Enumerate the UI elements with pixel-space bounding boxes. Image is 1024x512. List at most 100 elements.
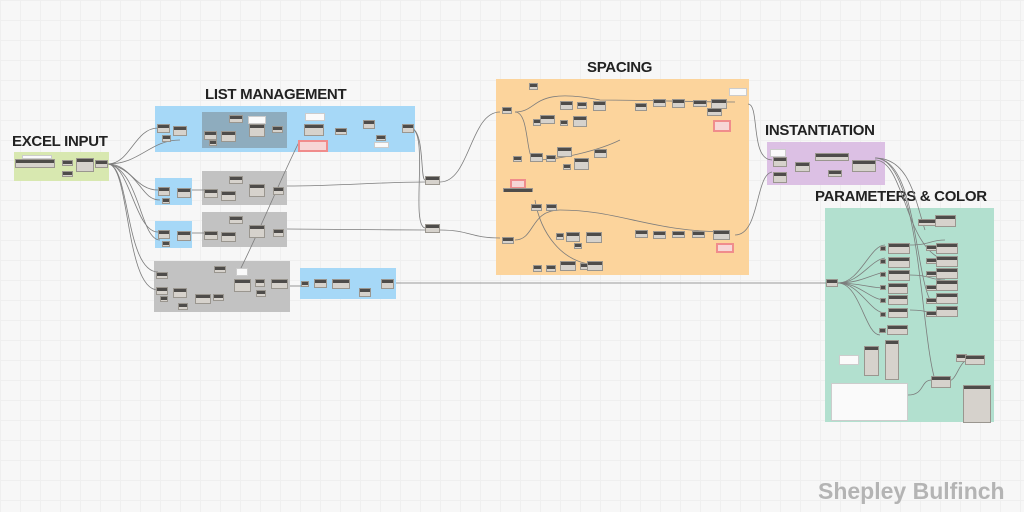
graph-node[interactable] bbox=[936, 268, 958, 279]
graph-node[interactable] bbox=[965, 355, 985, 365]
graph-node[interactable] bbox=[587, 261, 603, 271]
graph-node[interactable] bbox=[381, 279, 394, 289]
graph-node[interactable] bbox=[173, 126, 187, 136]
graph-node[interactable] bbox=[936, 280, 958, 291]
graph-node[interactable] bbox=[177, 231, 191, 241]
graph-node[interactable] bbox=[635, 103, 647, 111]
graph-note[interactable] bbox=[248, 116, 266, 124]
graph-note[interactable] bbox=[770, 149, 786, 157]
graph-node[interactable] bbox=[425, 224, 440, 233]
graph-node[interactable] bbox=[249, 124, 265, 137]
graph-node[interactable] bbox=[707, 108, 722, 116]
graph-node[interactable] bbox=[864, 346, 879, 376]
graph-node[interactable] bbox=[204, 231, 218, 240]
graph-node[interactable] bbox=[229, 115, 243, 123]
graph-node[interactable] bbox=[529, 83, 538, 90]
graph-node[interactable] bbox=[249, 184, 265, 197]
graph-note[interactable] bbox=[22, 155, 52, 159]
graph-node[interactable] bbox=[221, 232, 236, 242]
graph-node[interactable] bbox=[852, 160, 876, 172]
graph-node[interactable] bbox=[204, 189, 218, 198]
graph-node[interactable] bbox=[573, 116, 587, 127]
graph-node[interactable] bbox=[335, 128, 347, 135]
graph-node[interactable] bbox=[672, 231, 685, 238]
graph-node[interactable] bbox=[936, 256, 958, 267]
graph-node[interactable] bbox=[402, 124, 414, 133]
graph-node[interactable] bbox=[513, 156, 522, 162]
graph-node[interactable] bbox=[693, 100, 707, 107]
graph-note[interactable] bbox=[831, 383, 908, 421]
graph-node[interactable] bbox=[593, 101, 606, 111]
graph-node[interactable] bbox=[533, 265, 542, 272]
graph-node[interactable] bbox=[221, 191, 236, 201]
graph-node[interactable] bbox=[273, 229, 284, 237]
graph-node[interactable] bbox=[502, 237, 514, 244]
graph-note[interactable] bbox=[374, 142, 389, 148]
graph-node[interactable] bbox=[209, 140, 217, 146]
graph-node[interactable] bbox=[963, 385, 991, 423]
graph-node[interactable] bbox=[560, 120, 568, 126]
graph-node[interactable] bbox=[556, 233, 564, 240]
graph-node[interactable] bbox=[936, 293, 958, 304]
graph-node[interactable] bbox=[795, 162, 810, 172]
graph-node[interactable] bbox=[229, 176, 243, 184]
graph-node[interactable] bbox=[234, 279, 251, 292]
graph-node[interactable] bbox=[635, 230, 648, 238]
graph-note[interactable] bbox=[729, 88, 747, 96]
graph-node[interactable] bbox=[249, 225, 265, 238]
graph-note[interactable] bbox=[236, 268, 248, 276]
graph-node[interactable] bbox=[363, 120, 375, 129]
graph-node[interactable] bbox=[815, 153, 849, 161]
graph-node[interactable] bbox=[158, 230, 170, 239]
graph-node[interactable] bbox=[563, 164, 571, 170]
graph-node[interactable] bbox=[204, 131, 217, 140]
graph-node[interactable] bbox=[178, 303, 188, 310]
graph-node[interactable] bbox=[332, 279, 350, 289]
graph-node[interactable] bbox=[376, 135, 386, 141]
graph-node[interactable] bbox=[213, 294, 224, 301]
graph-node[interactable] bbox=[62, 160, 73, 166]
graph-node[interactable] bbox=[314, 279, 327, 288]
graph-node[interactable] bbox=[888, 257, 910, 268]
graph-node[interactable] bbox=[95, 160, 108, 168]
graph-node[interactable] bbox=[826, 279, 838, 287]
graph-node[interactable] bbox=[773, 157, 787, 167]
graph-node[interactable] bbox=[653, 231, 666, 239]
graph-node[interactable] bbox=[540, 115, 555, 124]
graph-node[interactable] bbox=[157, 124, 170, 133]
graph-node[interactable] bbox=[880, 259, 886, 264]
graph-node[interactable] bbox=[828, 170, 842, 177]
graph-node[interactable] bbox=[888, 308, 908, 318]
graph-node[interactable] bbox=[557, 147, 572, 157]
graph-node[interactable] bbox=[162, 198, 170, 204]
graph-node[interactable] bbox=[76, 158, 94, 172]
graph-node[interactable] bbox=[214, 266, 226, 273]
graph-node[interactable] bbox=[880, 298, 886, 303]
graph-node[interactable] bbox=[577, 102, 587, 109]
graph-node[interactable] bbox=[255, 279, 265, 287]
graph-node[interactable] bbox=[560, 101, 573, 110]
graph-node[interactable] bbox=[272, 126, 283, 133]
graph-node[interactable] bbox=[304, 124, 324, 136]
graph-node[interactable] bbox=[566, 232, 580, 242]
graph-node[interactable] bbox=[880, 312, 886, 317]
graph-node[interactable] bbox=[359, 288, 371, 297]
graph-node[interactable] bbox=[935, 215, 956, 227]
graph-node[interactable] bbox=[256, 290, 266, 297]
graph-node[interactable] bbox=[880, 285, 886, 290]
graph-note[interactable] bbox=[713, 120, 731, 132]
graph-node[interactable] bbox=[672, 99, 685, 108]
graph-node[interactable] bbox=[888, 270, 910, 281]
graph-node[interactable] bbox=[880, 246, 886, 251]
graph-node[interactable] bbox=[195, 294, 211, 304]
graph-node[interactable] bbox=[887, 325, 908, 335]
graph-node[interactable] bbox=[546, 265, 556, 272]
graph-note[interactable] bbox=[305, 113, 325, 121]
graph-node[interactable] bbox=[229, 216, 243, 224]
graph-node[interactable] bbox=[160, 296, 168, 302]
graph-node[interactable] bbox=[546, 204, 557, 211]
graph-node[interactable] bbox=[162, 241, 170, 247]
graph-node[interactable] bbox=[301, 281, 309, 287]
graph-note[interactable] bbox=[298, 140, 328, 152]
graph-node[interactable] bbox=[425, 176, 440, 185]
